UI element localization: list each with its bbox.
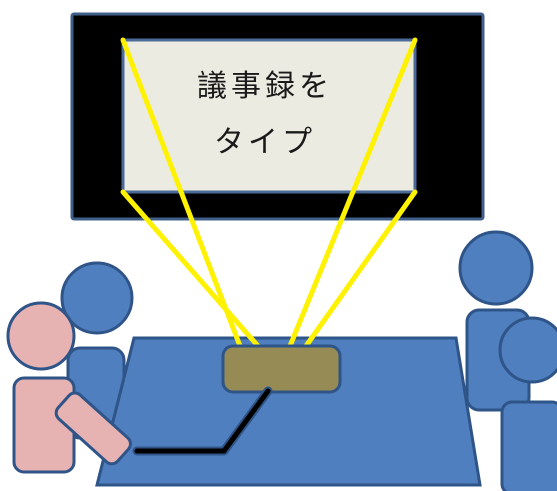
screen-text-line-2: タイプ xyxy=(214,125,316,160)
beam-top-left xyxy=(120,37,243,349)
cable xyxy=(134,388,271,454)
projection-beams xyxy=(120,37,418,349)
projector-icon xyxy=(221,344,342,394)
person-body xyxy=(500,400,557,491)
person-icon xyxy=(458,230,534,306)
person-left-back xyxy=(60,261,134,440)
beam-bottom-left xyxy=(120,189,261,349)
beam-bottom-right xyxy=(303,189,418,349)
person-left-front xyxy=(6,301,132,474)
projected-screen xyxy=(121,38,417,194)
person-right-front xyxy=(498,316,557,491)
person-icon xyxy=(6,301,76,371)
beam-top-right xyxy=(287,37,418,349)
person-icon xyxy=(60,261,134,335)
person-arm xyxy=(54,391,132,466)
person-icon xyxy=(498,316,557,384)
screen-text-line-1: 議事録を xyxy=(197,69,333,104)
